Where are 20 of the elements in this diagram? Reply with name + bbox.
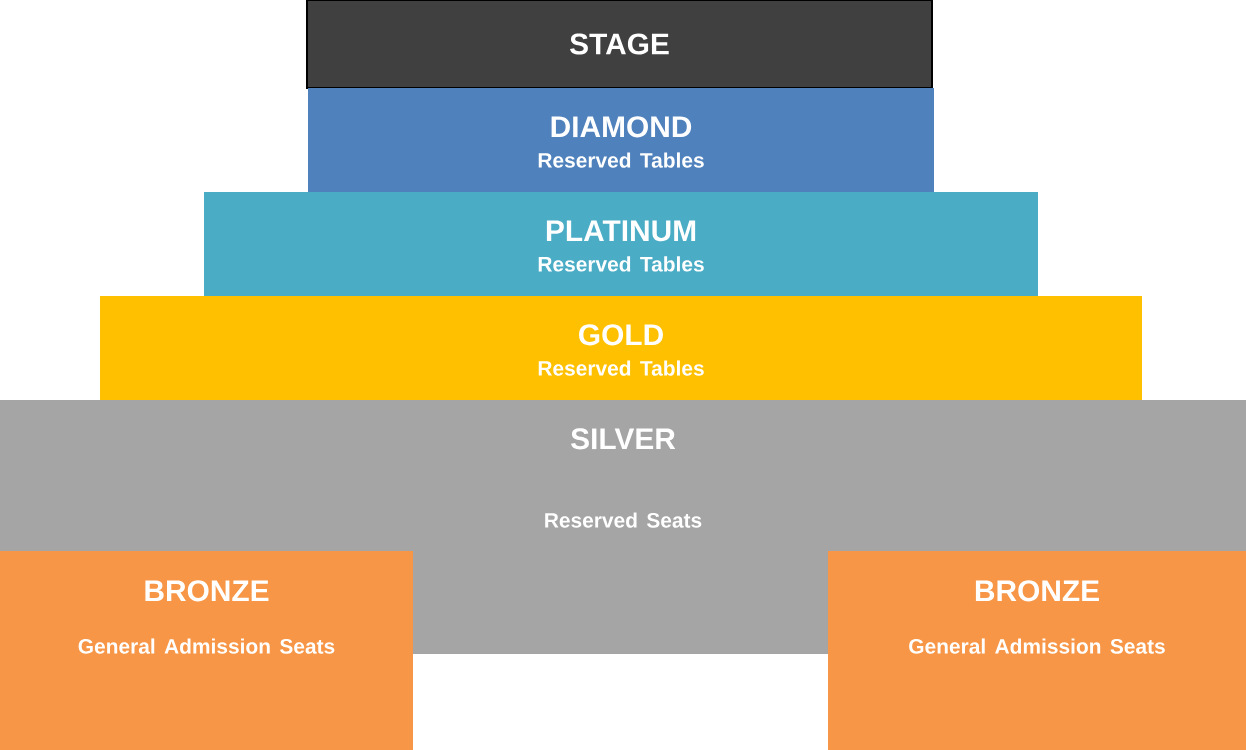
section-heading: BRONZE [145, 580, 269, 602]
section-description: Reserved Tables [538, 360, 704, 376]
section-description: Reserved Tables [538, 152, 704, 168]
section-heading: DIAMOND [551, 116, 692, 138]
section-description: Reserved Seats [545, 512, 702, 528]
section-heading: STAGE [570, 33, 669, 55]
section-description: General Admission Seats [78, 638, 335, 654]
section-description: General Admission Seats [909, 638, 1165, 654]
stage-bar [306, 0, 933, 89]
section-heading: GOLD [579, 324, 663, 346]
section-description: Reserved Tables [538, 256, 704, 272]
section-heading: PLATINUM [546, 220, 696, 242]
seating-section [0, 551, 413, 750]
seating-section [828, 551, 1246, 750]
seating-tier [204, 192, 1038, 296]
seating-tier [308, 88, 934, 192]
section-heading: SILVER [571, 428, 676, 450]
seating-tier [100, 296, 1142, 400]
section-heading: BRONZE [975, 580, 1099, 602]
seating-tier [0, 400, 1246, 654]
